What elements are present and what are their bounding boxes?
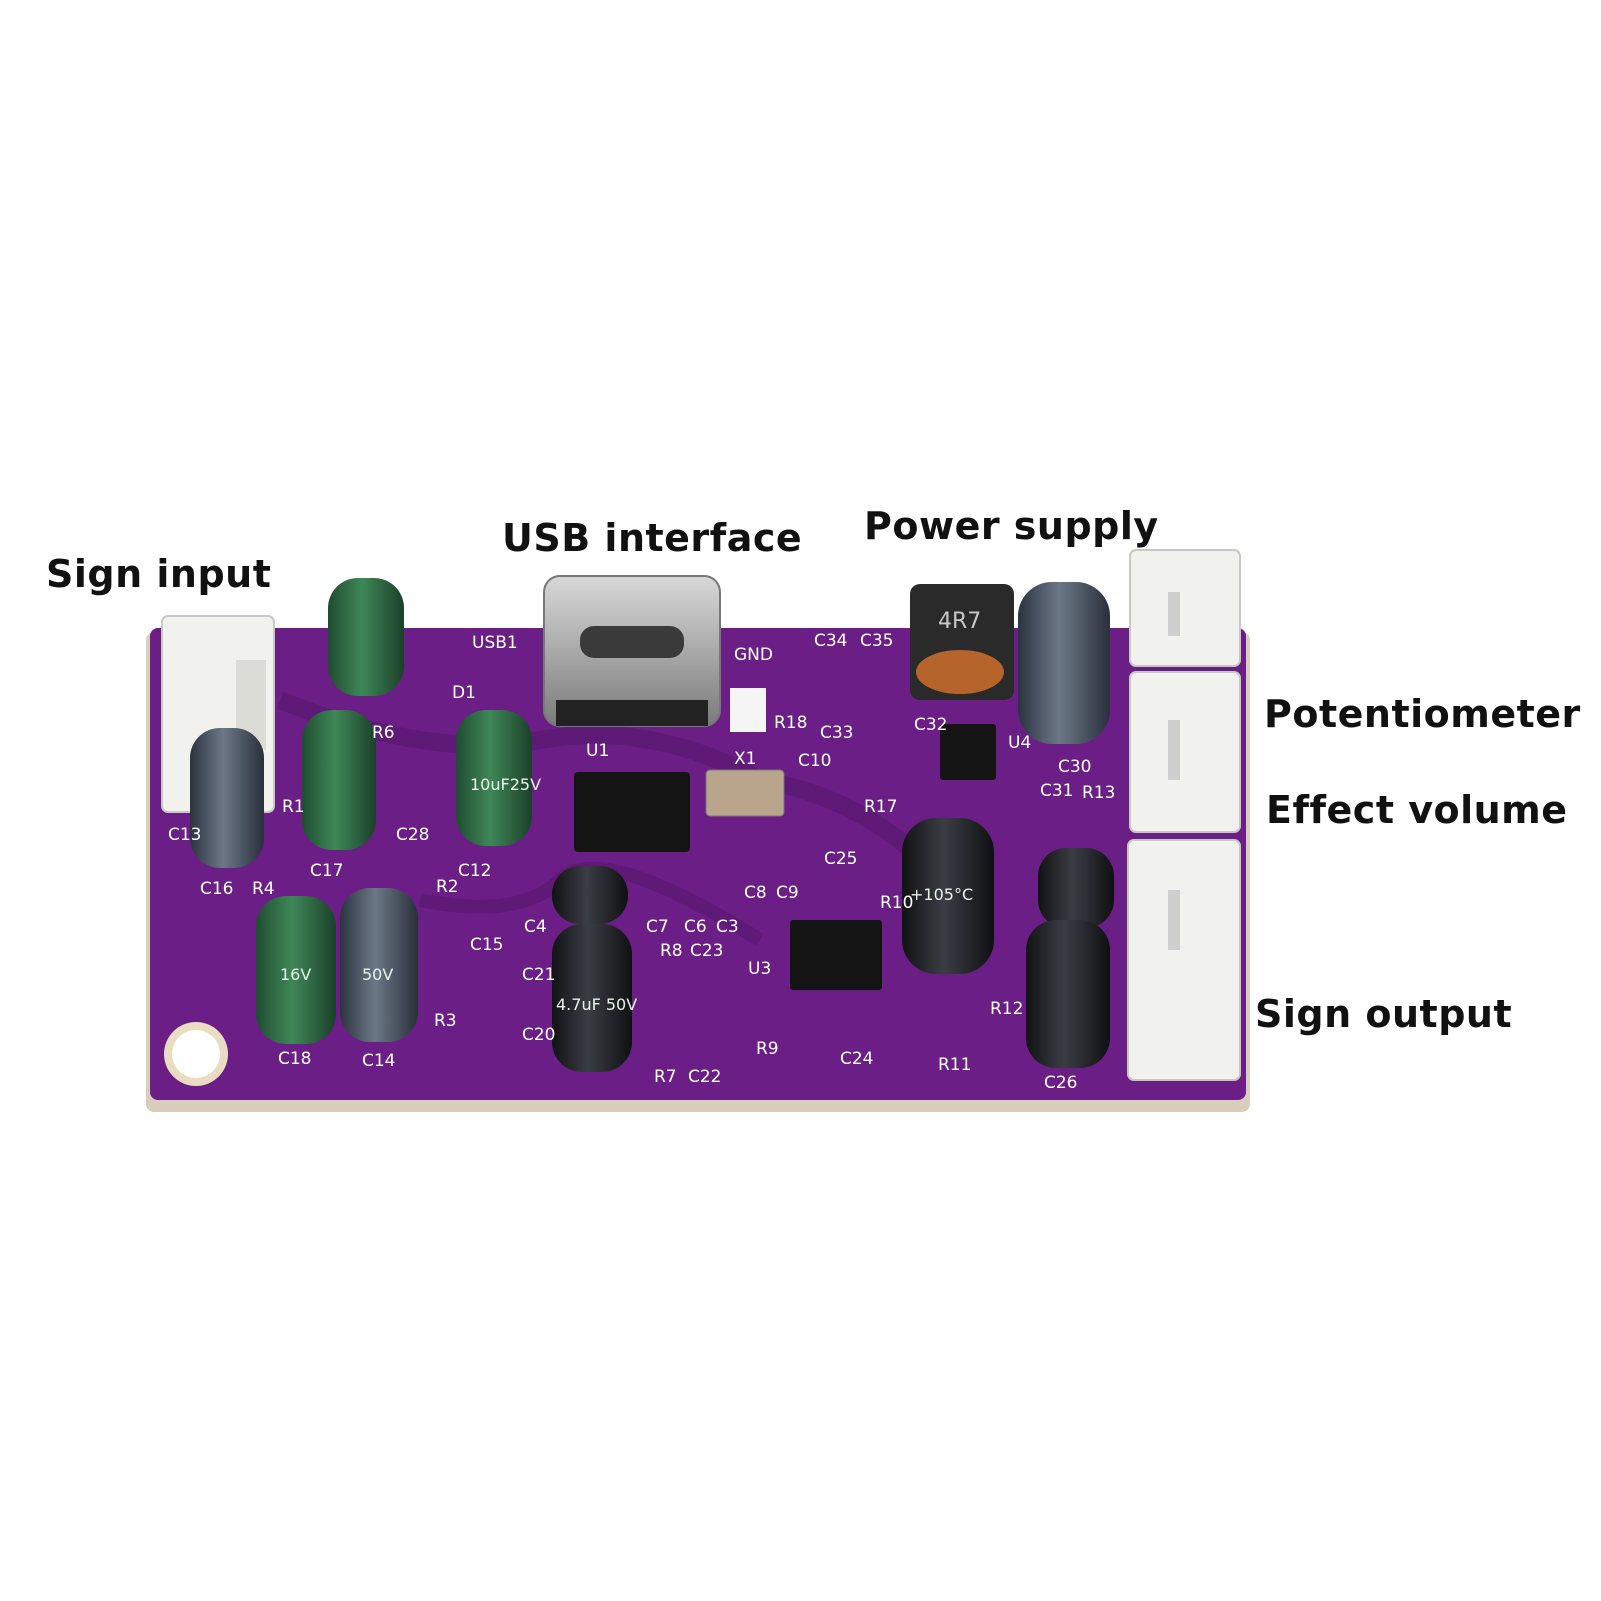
silk-label: C30 [1058,757,1092,777]
cap-green [256,896,336,1044]
cap-black [902,818,994,974]
silk-label: C15 [470,935,504,955]
silk-label: C13 [168,825,202,845]
connector-pin [1168,890,1180,950]
silk-label: GND [734,645,773,665]
ic-u1 [574,772,690,852]
ic-u4 [940,724,996,780]
silk-label: R18 [774,713,807,733]
usb-c-opening [580,626,684,658]
silk-label: C26 [1044,1073,1078,1093]
callout-effect-volume: Effect volume [1266,788,1568,832]
silk-label: C8 [744,883,767,903]
callout-usb-interface: USB interface [502,516,803,560]
silk-label: C23 [690,941,724,961]
connector-pin [1168,720,1180,780]
silk-label: R9 [756,1039,779,1059]
mount-hole-inner [172,1030,220,1078]
cap-black [552,866,628,924]
silk-label: X1 [734,749,756,769]
silk-label: R11 [938,1055,971,1075]
callout-power-supply: Power supply [864,504,1159,548]
cap-marking: 50V [362,965,393,984]
cap-black [552,924,632,1072]
ic-u3 [790,920,882,990]
silk-label: R8 [660,941,683,961]
silk-label: C16 [200,879,234,899]
silk-label: R6 [372,723,395,743]
usb-c-pins [556,700,708,726]
silk-label: C4 [524,917,547,937]
silk-label: R12 [990,999,1023,1019]
callout-sign-output: Sign output [1255,992,1513,1036]
silk-label: C6 [684,917,707,937]
silk-label: C14 [362,1051,396,1071]
silk-label: R1 [282,797,305,817]
silk-label: C3 [716,917,739,937]
silk-label: R4 [252,879,275,899]
silk-label: D1 [452,683,476,703]
silk-label: U3 [748,959,771,979]
cap-black [1038,848,1114,928]
silk-label: R17 [864,797,897,817]
gnd-pad [730,688,766,732]
silk-label: C17 [310,861,344,881]
silk-label: C33 [820,723,854,743]
cap-marking: 4.7uF 50V [556,995,637,1014]
callout-sign-input: Sign input [46,552,272,596]
silk-label: C28 [396,825,430,845]
silk-label: U1 [586,741,609,761]
silk-label: R13 [1082,783,1115,803]
cap-gray [340,888,418,1042]
silk-label: C35 [860,631,894,651]
silk-label: USB1 [472,633,518,653]
silk-label: R10 [880,893,913,913]
silk-label: R2 [436,877,459,897]
silk-label: C7 [646,917,669,937]
silk-label: C31 [1040,781,1074,801]
cap-marking: +105°C [910,885,973,904]
silk-label: C34 [814,631,848,651]
silk-label: C24 [840,1049,874,1069]
inductor-coil [916,650,1004,694]
silk-label: C20 [522,1025,556,1045]
silk-label: C12 [458,861,492,881]
cap-green [302,710,376,850]
output-connector [1127,839,1241,1081]
silk-label: C10 [798,751,832,771]
silk-label: C32 [914,715,948,735]
inductor-marking: 4R7 [938,609,981,634]
callout-potentiometer: Potentiometer [1264,692,1581,736]
cap-marking: 10uF25V [470,775,541,794]
cap-marking: 16V [280,965,311,984]
silk-label: U4 [1008,733,1031,753]
cap-gray [190,728,264,868]
cap-black [1026,920,1110,1068]
connector-pin [1168,592,1180,636]
crystal-x1 [705,769,785,817]
potentiometer-connector [1129,671,1241,833]
silk-label: R7 [654,1067,677,1087]
silk-label: C18 [278,1049,312,1069]
power-connector [1129,549,1241,667]
silk-label: C22 [688,1067,722,1087]
silk-label: C25 [824,849,858,869]
silk-label: C9 [776,883,799,903]
cap-green [328,578,404,696]
silk-label: R3 [434,1011,457,1031]
cap-gray [1018,582,1110,744]
silk-label: C21 [522,965,556,985]
pcb-trace [276,691,968,906]
cap-green [456,710,532,846]
